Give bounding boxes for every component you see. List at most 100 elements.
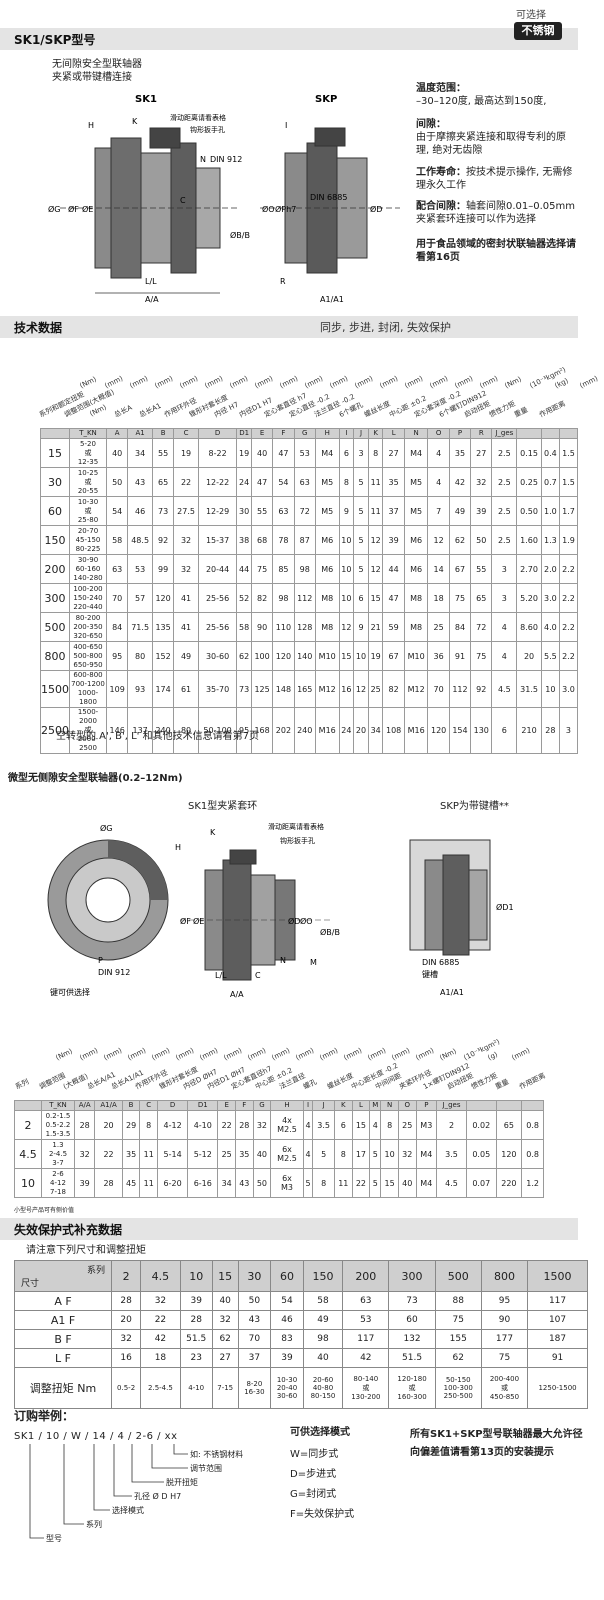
row-label: B F [14, 1329, 112, 1349]
slide-distance-note: 滑动距离请看表格 [170, 113, 226, 122]
badge-top-text: 可选择 [516, 10, 546, 21]
table-cell: 15-37 [197, 525, 238, 555]
micro-dim-f: ØF [180, 916, 191, 926]
column-unit-label: (mm) [366, 1046, 388, 1062]
table-cell: 37 [237, 1348, 272, 1368]
table-cell: 1.0 [540, 496, 560, 526]
table-cell: 28 [179, 1310, 213, 1330]
table-cell: 1.2 [521, 1168, 544, 1198]
table-header-cell: I [302, 1100, 314, 1111]
table-cell: 50-100 [197, 707, 238, 754]
table-header-cell: B [121, 1100, 141, 1111]
table-cell: 35 [382, 467, 405, 497]
table-header-cell: T_KN [41, 1100, 75, 1111]
micro-title: 微型无侧隙安全型联轴器(0.2–12Nm) [8, 773, 183, 784]
feature-title: 配合间隙： [416, 201, 466, 212]
table-cell: 83 [270, 1329, 304, 1349]
micro-dim-l: L/L [215, 971, 227, 980]
table-cell: 135 [151, 612, 175, 642]
table-cell: 2.2 [558, 554, 579, 584]
table-cell: 92 [151, 525, 175, 555]
column-unit-label: (Nm) [54, 1047, 74, 1062]
table-cell: 14 [427, 554, 450, 584]
table-cell: 75 [480, 1348, 529, 1368]
table-cell: 99 [151, 554, 175, 584]
table-cell: M16 [403, 707, 429, 754]
table-cell: 50 [237, 1291, 272, 1311]
feature-1: 间隙：由于摩擦夹紧连接和取得专利的原理, 绝对无齿隙 [416, 118, 576, 157]
column-unit-label: (mm) [253, 374, 275, 390]
table-cell: 0.05 [465, 1139, 497, 1169]
column-unit-label: (mm) [353, 374, 375, 390]
modes-title: 可供选择模式 [290, 1427, 350, 1438]
table-header-cell: B [151, 428, 175, 439]
table-cell: 0.15 [516, 438, 542, 468]
table-cell: 3 [491, 583, 518, 613]
table-cell: 8 [338, 467, 355, 497]
dim-o: ØO [262, 204, 275, 214]
table-cell: 1.7 [558, 496, 579, 526]
table-cell: 63 [342, 1291, 390, 1311]
table-cell: 12-29 [197, 496, 238, 526]
table-cell: 49 [448, 496, 472, 526]
table-cell: 1500 [40, 670, 70, 708]
table-cell: 58 [236, 612, 252, 642]
table-cell: 54 [105, 496, 129, 526]
table-cell: 9 [338, 496, 355, 526]
column-unit-label: (mm) [390, 1046, 412, 1062]
dim-a: A/A [145, 295, 159, 304]
table-header-cell: I [338, 428, 355, 439]
table-header-cell: D [197, 428, 238, 439]
table-header-cell: C [139, 1100, 159, 1111]
table-cell: 11 [139, 1168, 159, 1198]
table-cell: M6 [403, 525, 429, 555]
table-header-cell [540, 428, 560, 439]
section-title: 技术数据 [14, 321, 63, 335]
table-cell: 75 [448, 583, 472, 613]
column-unit-label: (Nm) [438, 1047, 458, 1062]
table-cell: 3.0 [558, 670, 579, 708]
section-title: 失效保护式补充数据 [14, 1223, 123, 1237]
label-sk1: SK1 [135, 94, 157, 105]
table-cell: 10 [353, 641, 369, 671]
table-cell: 19 [173, 438, 199, 468]
badge-main-text: 不锈钢 [514, 22, 562, 40]
table-header-cell: J [353, 428, 369, 439]
table-header-cell: D [157, 1100, 189, 1111]
table-cell: M8 [314, 612, 340, 642]
table-cell: 42 [448, 467, 472, 497]
table-cell: 73 [388, 1291, 436, 1311]
table-header-cell: D1 [187, 1100, 219, 1111]
table-cell: 57 [127, 583, 153, 613]
table-cell: 27 [382, 438, 405, 468]
table-cell: 0.7 [540, 467, 560, 497]
section-title: SK1/SKP型号 [14, 33, 96, 47]
table-cell: 125 [250, 670, 274, 708]
column-unit-label: (mm) [510, 1046, 532, 1062]
table-cell: M16 [314, 707, 340, 754]
table-cell: 4 [491, 641, 518, 671]
table-cell: M5 [314, 496, 340, 526]
column-unit-label: (mm) [128, 374, 150, 390]
table-cell: 11 [139, 1139, 159, 1169]
table-cell: 50 [105, 467, 129, 497]
table-cell: 51.5 [388, 1348, 436, 1368]
table-cell: 1.9 [558, 525, 579, 555]
table-cell: 62 [448, 525, 472, 555]
table-cell: 6-20 [157, 1168, 189, 1198]
table-cell: 109 [105, 670, 129, 708]
table-cell: 22 [351, 1168, 371, 1198]
table-cell: 15 [338, 641, 355, 671]
table-cell: 177 [480, 1329, 529, 1349]
table-cell: 73 [236, 670, 252, 708]
table-cell: 34 [127, 438, 153, 468]
table-cell: 19 [236, 438, 252, 468]
